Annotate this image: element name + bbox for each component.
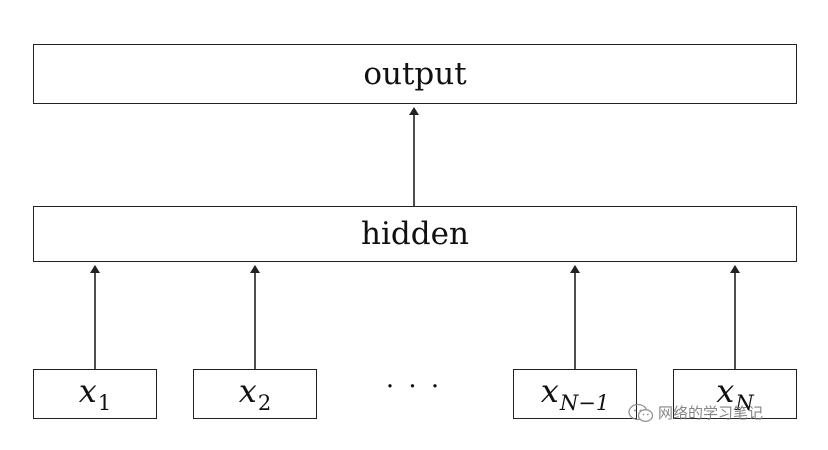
input-base-xn: x [716, 371, 735, 410]
input-node-x1: x1 [33, 369, 157, 419]
input-label-xn: xN [716, 375, 753, 414]
input-label-x2: x2 [239, 375, 271, 414]
watermark: 网络的学习笔记 [628, 402, 763, 423]
output-layer-label: output [363, 55, 467, 92]
input-base-x1: x [78, 371, 97, 410]
output-layer-box: output [33, 44, 797, 104]
input-subscript-xn-minus-1: N−1 [559, 390, 610, 415]
hidden-layer-label: hidden [361, 215, 469, 252]
input-subscript-x2: 2 [257, 390, 272, 415]
input-node-xn-minus-1: xN−1 [513, 369, 637, 419]
input-subscript-xn: N [735, 390, 754, 415]
hidden-layer-box: hidden [33, 206, 797, 262]
input-node-x2: x2 [193, 369, 317, 419]
input-subscript-x1: 1 [97, 390, 112, 415]
input-node-xn: xN [673, 369, 797, 419]
input-base-x2: x [238, 371, 257, 410]
ellipsis: · · · [385, 372, 443, 402]
input-label-xn-minus-1: xN−1 [541, 375, 609, 414]
input-base-xn-minus-1: x [540, 371, 559, 410]
wechat-icon [628, 403, 654, 423]
input-label-x1: x1 [79, 375, 111, 414]
watermark-text: 网络的学习笔记 [658, 404, 764, 422]
